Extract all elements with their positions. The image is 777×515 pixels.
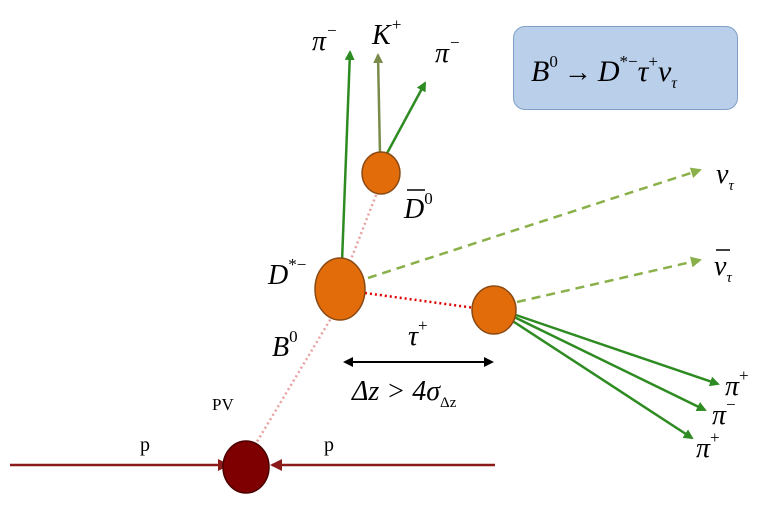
pi-minus-right-label: π− xyxy=(435,33,461,69)
d0bar-flight-line xyxy=(348,189,380,263)
pi-plus-2-label: π+ xyxy=(696,428,720,464)
pi-plus-1-track xyxy=(509,311,720,387)
primary-vertex xyxy=(222,440,270,494)
pi-plus-2-track xyxy=(507,316,694,440)
dstar-vertex xyxy=(314,257,366,321)
svg-text:ντ: ντ xyxy=(714,251,732,286)
nu-tau-track xyxy=(367,167,702,280)
nubar-tau-track xyxy=(516,256,702,304)
proton-left-label: p xyxy=(140,434,150,456)
dstar-label: D*− xyxy=(267,255,306,291)
svg-text:B0→D*−τ+ντ: B0→D*−τ+ντ xyxy=(531,52,678,92)
pi-minus-low-label: π− xyxy=(712,395,736,431)
nu-tau-label: ντ xyxy=(716,159,734,194)
kaon-label: K+ xyxy=(371,15,402,51)
tau-plus-label: τ+ xyxy=(408,316,428,352)
pv-label: PV xyxy=(212,395,234,414)
proton-right-label: p xyxy=(324,434,334,456)
pi-minus-right-track xyxy=(383,81,427,158)
decay-formula: B0→D*−τ+ντ xyxy=(531,52,678,92)
pi-plus-1-label: π+ xyxy=(725,366,749,402)
d0bar-label: D0 xyxy=(403,189,433,225)
decay-formula-box: B0→D*−τ+ντ xyxy=(513,26,738,110)
b0-flight-line xyxy=(250,309,338,451)
delta-z-label: Δz > 4σΔz xyxy=(351,376,457,411)
tau-flight-line xyxy=(364,291,476,310)
b0-label: B0 xyxy=(272,327,298,363)
d0bar-vertex xyxy=(361,151,401,195)
pi-minus-top-label: π− xyxy=(312,21,338,57)
pi-minus-low-track xyxy=(509,313,707,412)
pi-minus-top-track xyxy=(340,50,355,263)
nubar-tau-label: ντ xyxy=(714,249,732,286)
svg-text:D0: D0 xyxy=(403,189,433,225)
tau-vertex xyxy=(471,285,517,335)
kaon-track xyxy=(373,53,384,156)
